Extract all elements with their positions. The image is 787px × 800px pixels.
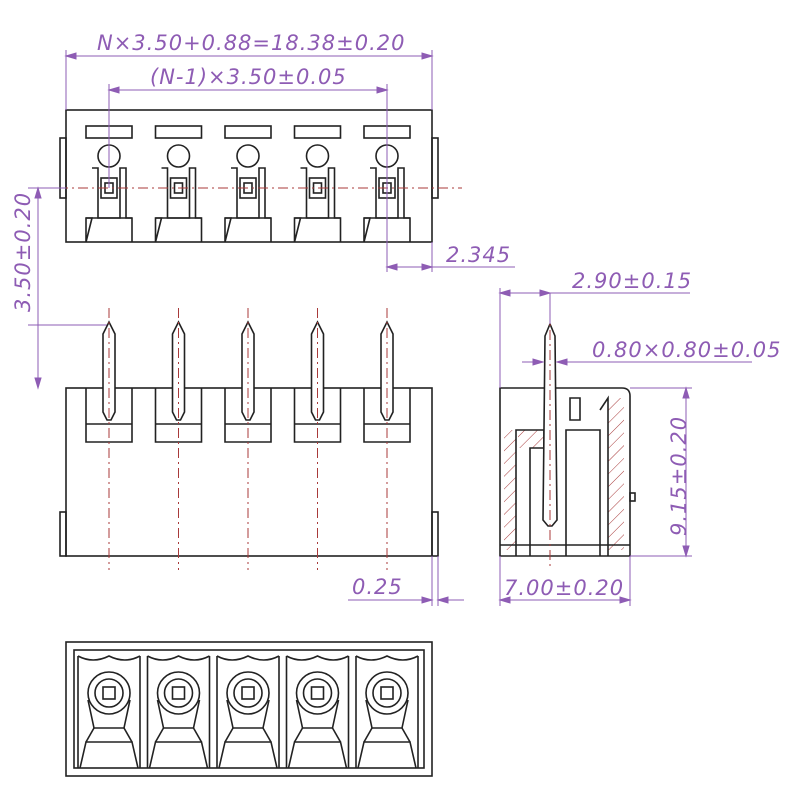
bottom-view-cells <box>77 655 419 769</box>
front-pin-5 <box>363 308 411 570</box>
top-pin-2 <box>154 125 203 243</box>
top-pin-4 <box>293 125 342 243</box>
top-view-right-rib <box>431 137 439 199</box>
top-dimensions <box>28 50 515 390</box>
body-depth-label: 7.00±0.20 <box>504 576 624 600</box>
edge-offset-label: 2.345 <box>446 243 511 267</box>
bottom-cell-1 <box>77 655 141 769</box>
bottom-cell-2 <box>146 655 211 769</box>
front-view-left-flange <box>59 511 67 557</box>
top-view <box>59 109 439 243</box>
side-view <box>499 310 636 570</box>
pin-section-label: 0.80×0.80±0.05 <box>592 338 781 362</box>
front-view-pins <box>85 308 411 570</box>
flange-dimension <box>348 556 464 606</box>
pitch-span-label: (N-1)×3.50±0.05 <box>150 65 347 89</box>
bottom-cell-5 <box>355 655 419 769</box>
top-view-body <box>65 109 433 243</box>
bottom-view-body <box>65 641 433 777</box>
side-dimensions <box>498 288 752 606</box>
side-view-outline <box>499 387 631 557</box>
body-height-label: 9.15±0.20 <box>667 416 691 536</box>
bottom-view <box>65 641 433 777</box>
pin-offset-label: 2.90±0.15 <box>572 269 692 293</box>
front-pin-4 <box>293 308 342 570</box>
front-pin-2 <box>154 308 203 570</box>
flange-label: 0.25 <box>352 575 403 599</box>
pin-height-label: 3.50±0.20 <box>11 192 35 312</box>
bottom-cell-3 <box>216 655 280 769</box>
front-view <box>59 308 439 570</box>
bottom-cell-4 <box>285 655 350 769</box>
front-view-right-flange <box>431 511 439 557</box>
top-pin-3 <box>224 125 272 243</box>
front-pin-3 <box>224 308 272 570</box>
top-view-left-rib <box>59 137 67 199</box>
front-pin-1 <box>85 308 133 570</box>
top-view-pins <box>85 125 411 243</box>
overall-width-label: N×3.50+0.88=18.38±0.20 <box>97 31 405 55</box>
